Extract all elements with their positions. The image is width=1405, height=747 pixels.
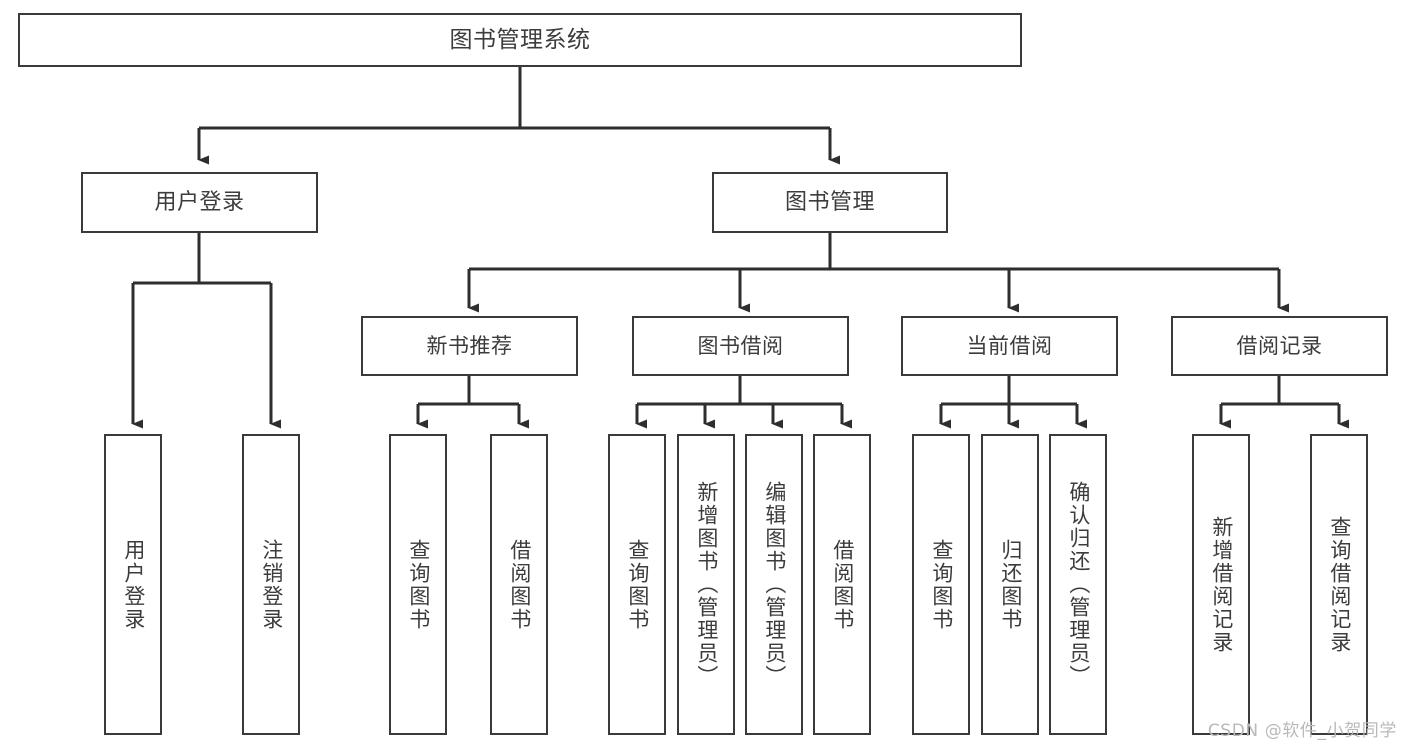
leaf-current-borrow-confirm-return[interactable]: 确认归还（管理员） xyxy=(1049,434,1107,735)
node-book-borrow[interactable]: 图书借阅 xyxy=(632,316,849,376)
leaf-user-login-login[interactable]: 用户登录 xyxy=(104,434,162,735)
node-label: 图书借阅 xyxy=(697,333,784,358)
node-label: 当前借阅 xyxy=(966,333,1053,358)
node-label: 用户登录 xyxy=(154,189,245,215)
node-label: 查询图书 xyxy=(625,538,650,631)
node-label: 注销登录 xyxy=(259,538,284,631)
node-root-system[interactable]: 图书管理系统 xyxy=(18,13,1022,67)
node-label: 用户登录 xyxy=(121,538,146,631)
node-label: 查询图书 xyxy=(929,538,954,631)
node-book-management[interactable]: 图书管理 xyxy=(712,172,948,233)
node-label: 借阅图书 xyxy=(830,538,855,631)
node-user-login[interactable]: 用户登录 xyxy=(81,172,318,233)
leaf-user-login-logout[interactable]: 注销登录 xyxy=(242,434,300,735)
leaf-borrow-record-add[interactable]: 新增借阅记录 xyxy=(1192,434,1250,735)
node-label: 新增借阅记录 xyxy=(1209,515,1234,654)
node-label: 确认归还（管理员） xyxy=(1066,481,1091,688)
leaf-book-borrow-query[interactable]: 查询图书 xyxy=(608,434,666,735)
node-label: 图书管理系统 xyxy=(449,26,591,53)
node-label: 编辑图书（管理员） xyxy=(762,481,787,688)
watermark-text: CSDN @软件_小贺同学 xyxy=(1207,721,1397,741)
leaf-new-book-query[interactable]: 查询图书 xyxy=(389,434,447,735)
node-label: 查询借阅记录 xyxy=(1327,515,1352,654)
leaf-borrow-record-query[interactable]: 查询借阅记录 xyxy=(1310,434,1368,735)
node-label: 归还图书 xyxy=(998,538,1023,631)
node-label: 新书推荐 xyxy=(426,333,513,358)
leaf-new-book-borrow[interactable]: 借阅图书 xyxy=(490,434,548,735)
node-label: 借阅图书 xyxy=(507,538,532,631)
leaf-book-borrow-borrow[interactable]: 借阅图书 xyxy=(813,434,871,735)
leaf-book-borrow-add[interactable]: 新增图书（管理员） xyxy=(677,434,735,735)
node-label: 图书管理 xyxy=(784,189,875,215)
leaf-book-borrow-edit[interactable]: 编辑图书（管理员） xyxy=(745,434,803,735)
node-new-book-recommend[interactable]: 新书推荐 xyxy=(361,316,578,376)
leaf-current-borrow-return[interactable]: 归还图书 xyxy=(981,434,1039,735)
node-borrow-record[interactable]: 借阅记录 xyxy=(1171,316,1388,376)
node-label: 借阅记录 xyxy=(1236,333,1323,358)
leaf-current-borrow-query[interactable]: 查询图书 xyxy=(912,434,970,735)
node-label: 查询图书 xyxy=(406,538,431,631)
node-label: 新增图书（管理员） xyxy=(694,481,719,688)
node-current-borrow[interactable]: 当前借阅 xyxy=(901,316,1118,376)
